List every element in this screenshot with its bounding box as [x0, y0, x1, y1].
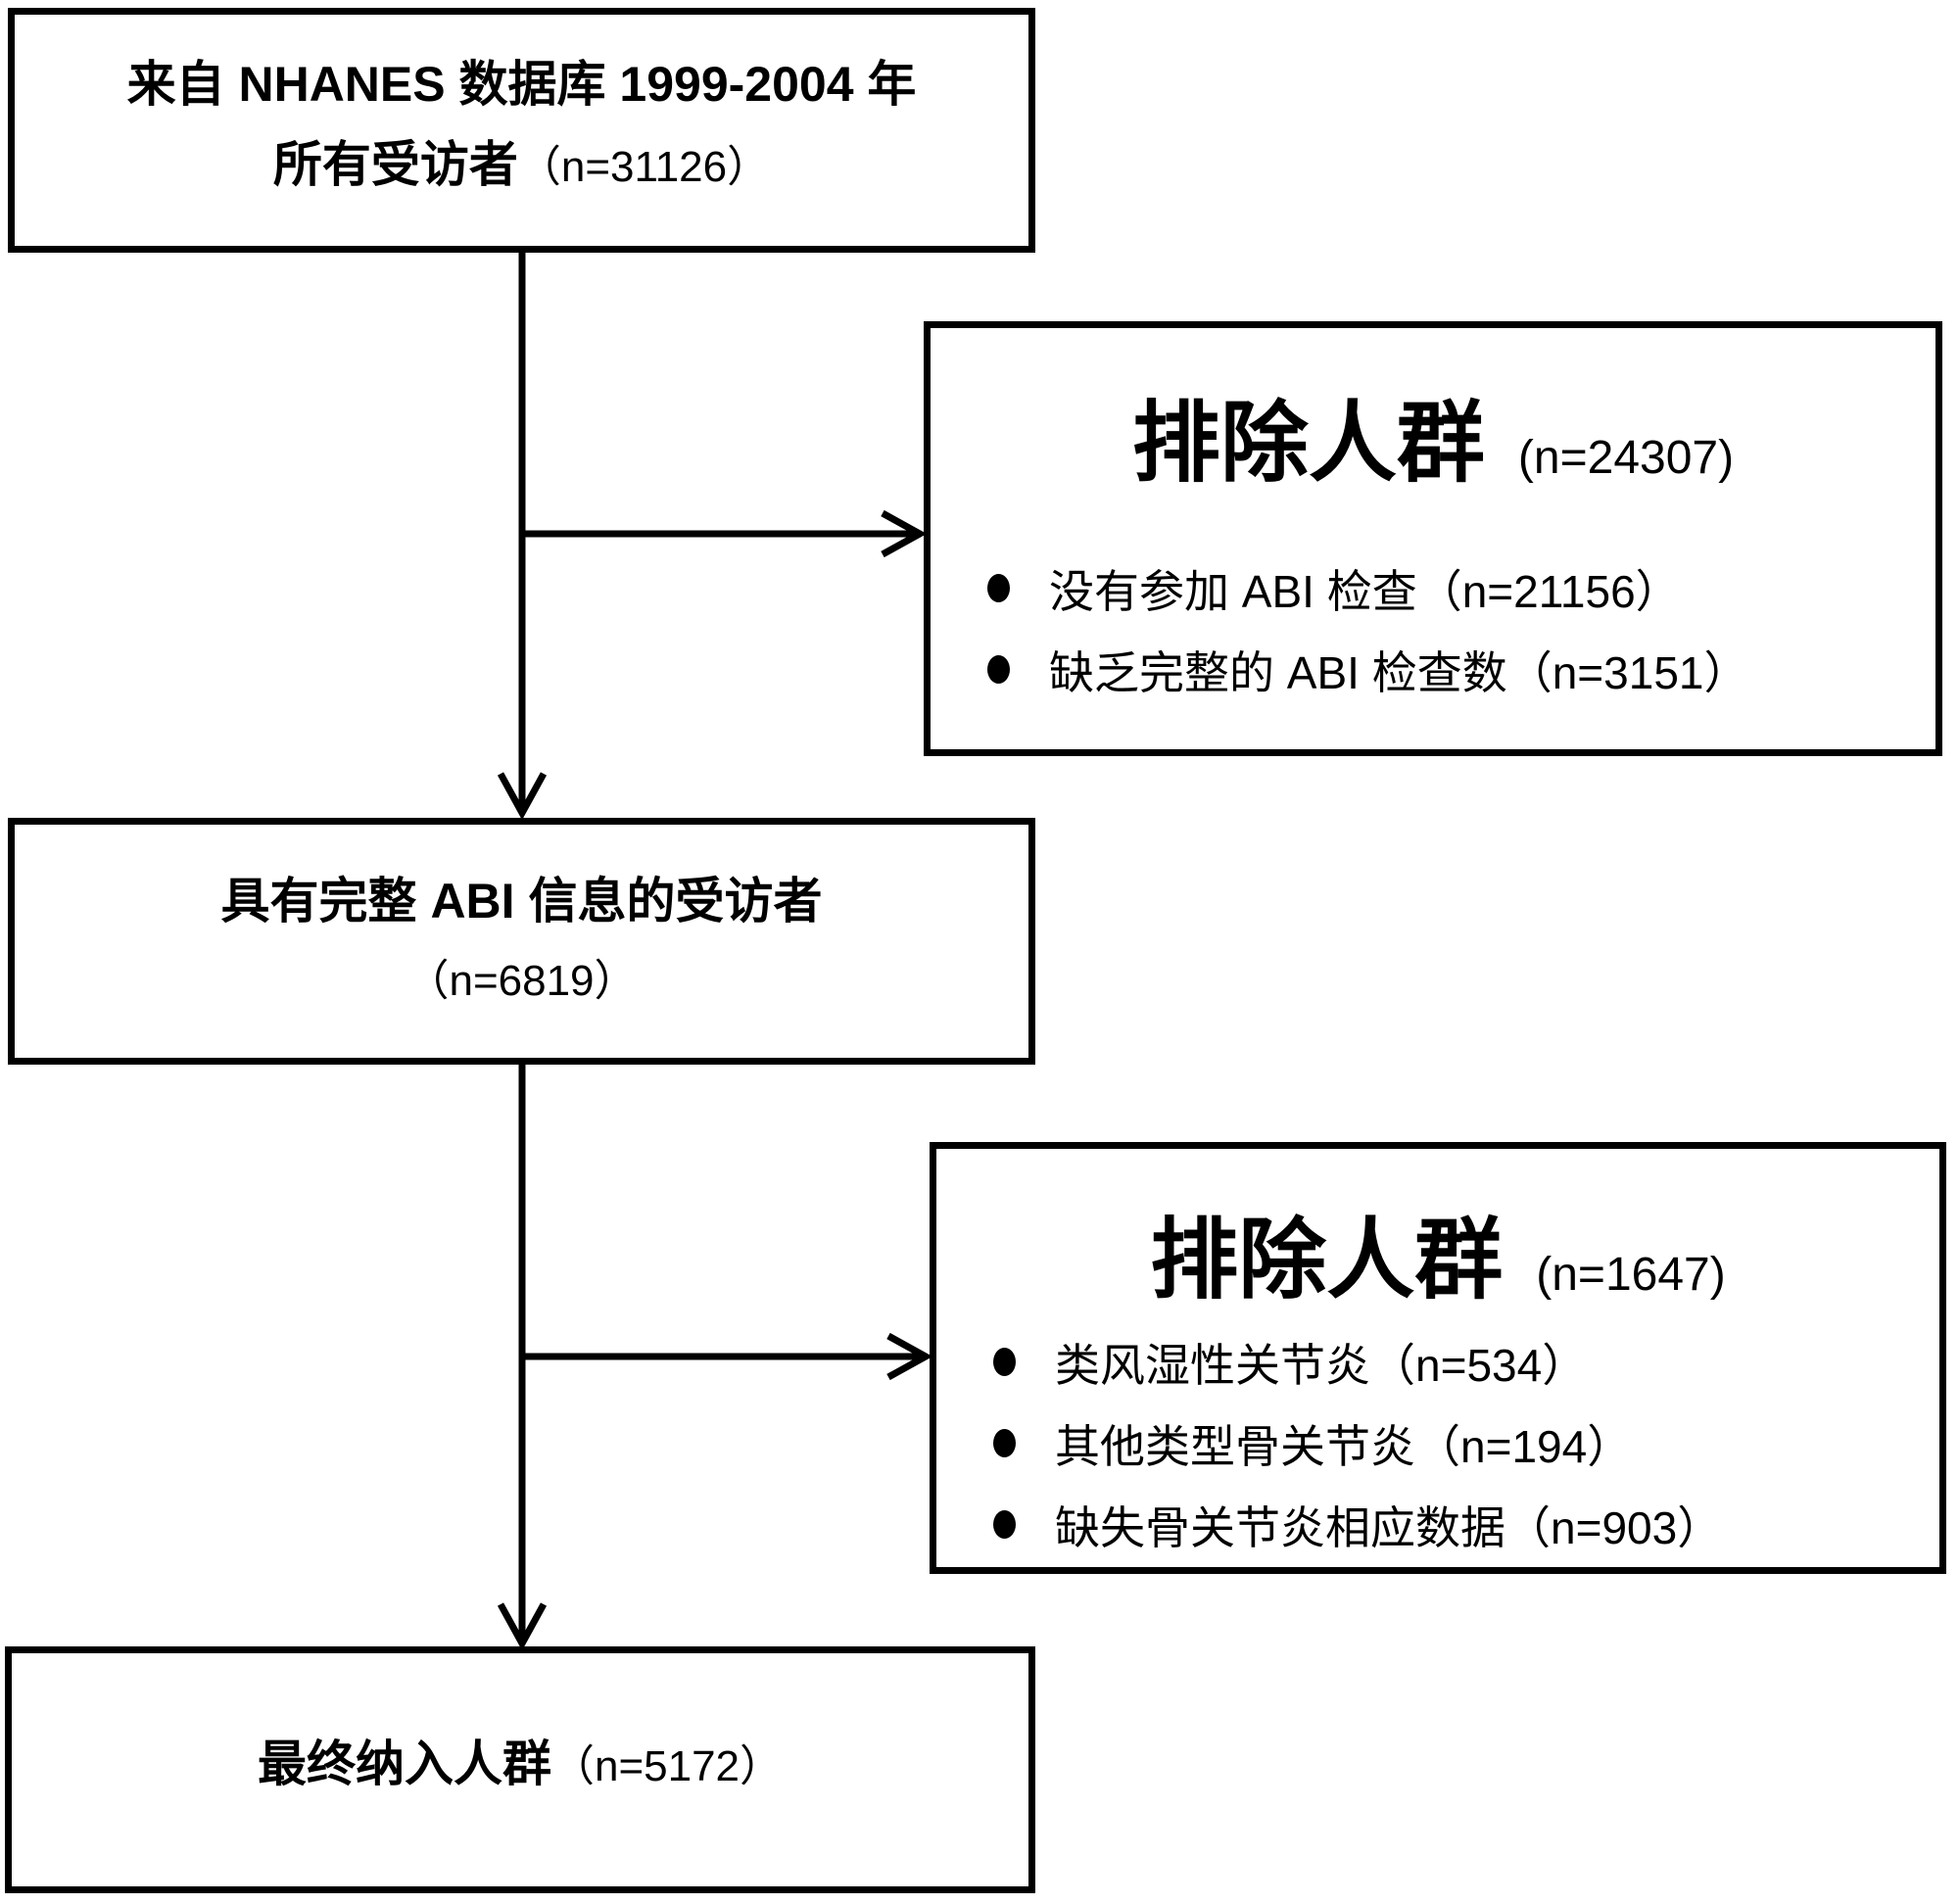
list-item: 缺失骨关节炎相应数据（n=903） [993, 1484, 1939, 1565]
exclusion-2-bullet-3: 缺失骨关节炎相应数据（n=903） [1055, 1501, 1723, 1553]
bullet-icon [993, 1510, 1016, 1539]
exclusion-1-bullet-1: 没有参加 ABI 检查（n=21156） [1049, 565, 1681, 617]
arrowhead-right-2 [886, 1332, 933, 1381]
all-participants-line2: 所有受访者（n=31126） [273, 124, 770, 217]
flow-node-final-included: 最终纳入人群（n=5172） [5, 1646, 1035, 1893]
list-item: 缺乏完整的 ABI 检查数（n=3151） [987, 629, 1935, 710]
exclusion-1-bullet-2: 缺乏完整的 ABI 检查数（n=3151） [1049, 646, 1749, 698]
all-participants-label: 所有受访者 [272, 136, 518, 192]
exclusion-1-count: (n=24307) [1517, 432, 1735, 484]
complete-abi-line1: 具有完整 ABI 信息的受访者 [220, 874, 823, 928]
exclusion-1-title: 排除人群 [1131, 395, 1485, 493]
all-participants-count: （n=31126） [517, 142, 771, 191]
list-item: 其他类型骨关节炎（n=194） [993, 1403, 1939, 1484]
bullet-icon [993, 1429, 1016, 1457]
exclusion-1-bullet-list: 没有参加 ABI 检查（n=21156） 缺乏完整的 ABI 检查数（n=315… [931, 547, 1935, 710]
exclusion-2-title-row: 排除人群 (n=1647) [936, 1206, 1939, 1315]
final-included-label: 最终纳入人群 [257, 1736, 551, 1791]
all-participants-line1: 来自 NHANES 数据库 1999-2004 年 [126, 56, 917, 112]
exclusion-2-bullet-1: 类风湿性关节炎（n=534） [1055, 1339, 1588, 1391]
flow-node-exclusion-1: 排除人群 (n=24307) 没有参加 ABI 检查（n=21156） 缺乏完整… [924, 321, 1942, 756]
complete-abi-count: （n=6819） [406, 957, 638, 1005]
arrowhead-right-1 [881, 509, 928, 558]
final-included-line: 最终纳入人群（n=5172） [258, 1724, 783, 1817]
arrowhead-down-1 [497, 772, 548, 821]
bullet-icon [987, 655, 1010, 684]
list-item: 类风湿性关节炎（n=534） [993, 1321, 1939, 1403]
bullet-icon [987, 574, 1010, 602]
exclusion-1-title-row: 排除人群 (n=24307) [931, 389, 1935, 499]
exclusion-2-bullet-2: 其他类型骨关节炎（n=194） [1055, 1420, 1633, 1472]
flow-node-all-participants: 来自 NHANES 数据库 1999-2004 年 所有受访者（n=31126） [8, 8, 1035, 253]
final-included-count: （n=5172） [550, 1741, 784, 1790]
flow-node-complete-abi: 具有完整 ABI 信息的受访者 （n=6819） [8, 818, 1035, 1065]
list-item: 没有参加 ABI 检查（n=21156） [987, 547, 1935, 629]
flow-node-exclusion-2: 排除人群 (n=1647) 类风湿性关节炎（n=534） 其他类型骨关节炎（n=… [930, 1142, 1946, 1574]
exclusion-2-bullet-list: 类风湿性关节炎（n=534） 其他类型骨关节炎（n=194） 缺失骨关节炎相应数… [936, 1321, 1939, 1565]
bullet-icon [993, 1348, 1016, 1376]
exclusion-2-count: (n=1647) [1536, 1249, 1726, 1301]
exclusion-2-title: 排除人群 [1150, 1212, 1504, 1309]
arrowhead-down-2 [497, 1602, 548, 1651]
